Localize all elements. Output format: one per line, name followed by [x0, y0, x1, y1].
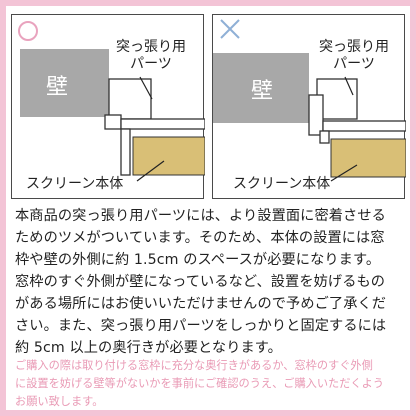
note-line: ご購入の際は取り付ける窓枠に充分な奥行きがあるか、窓枠のすぐ外側 [15, 359, 373, 372]
note-line: お願い致します。 [15, 395, 104, 408]
diagram-panel-incorrect: 壁 突っ張り用 パーツ スクリーン本体 [212, 14, 406, 199]
description-line: さい。また、突っ張り用パーツをしっかりと固定するには [15, 318, 387, 334]
parts-clip [319, 130, 330, 144]
parts-label-line2: パーツ [333, 56, 375, 72]
description-line: 窓枠のすぐ外側が壁になっているなど、設置を妨げるもの [15, 274, 386, 290]
wall-block [213, 53, 309, 123]
wall-label: 壁 [251, 79, 274, 104]
parts-flange [120, 118, 205, 130]
note-text: ご購入の際は取り付ける窓枠に充分な奥行きがあるか、窓枠のすぐ外側 に設置を妨げる… [15, 357, 403, 411]
parts-box-lower [104, 114, 122, 130]
parts-label-line2: パーツ [130, 56, 172, 72]
diagram-incorrect [213, 19, 406, 182]
description-line: 本商品の突っ張り用パーツには、より設置面に密着させる [15, 208, 386, 224]
screen-body [132, 136, 205, 176]
diagram-correct [18, 21, 205, 182]
parts-label: 突っ張り用 パーツ [319, 39, 389, 73]
parts-label-line1: 突っ張り用 [116, 39, 186, 55]
parts-clip [120, 128, 131, 176]
parts-flange [322, 120, 406, 132]
parts-label: 突っ張り用 パーツ [116, 39, 186, 73]
note-line: に設置を妨げる壁等がないかを事前にご確認のうえ、ご購入いただくよう [15, 377, 384, 390]
wall-block [20, 49, 109, 117]
screen-label: スクリーン本体 [233, 176, 331, 192]
circle-icon [18, 21, 38, 41]
diagram-panel-correct: 壁 突っ張り用 パーツ スクリーン本体 [11, 14, 205, 199]
description-line: ためのツメがついています。そのため、本体の設置には窓 [15, 230, 385, 246]
description-line: 約 5cm 以上の奥行きが必要となります。 [15, 340, 282, 356]
parts-label-line1: 突っ張り用 [319, 39, 389, 55]
description-line: 枠や壁の外側に約 1.5cm のスペースが必要になります。 [15, 252, 381, 268]
screen-label: スクリーン本体 [26, 176, 124, 192]
description-text: 本商品の突っ張り用パーツには、より設置面に密着させる ためのツメがついています。… [15, 205, 403, 359]
screen-body [330, 138, 406, 178]
description-line: がある場所にはお使いいただけませんので予めご了承くだ [15, 296, 387, 312]
parts-box-lower [308, 94, 324, 136]
wall-label: 壁 [46, 75, 69, 100]
